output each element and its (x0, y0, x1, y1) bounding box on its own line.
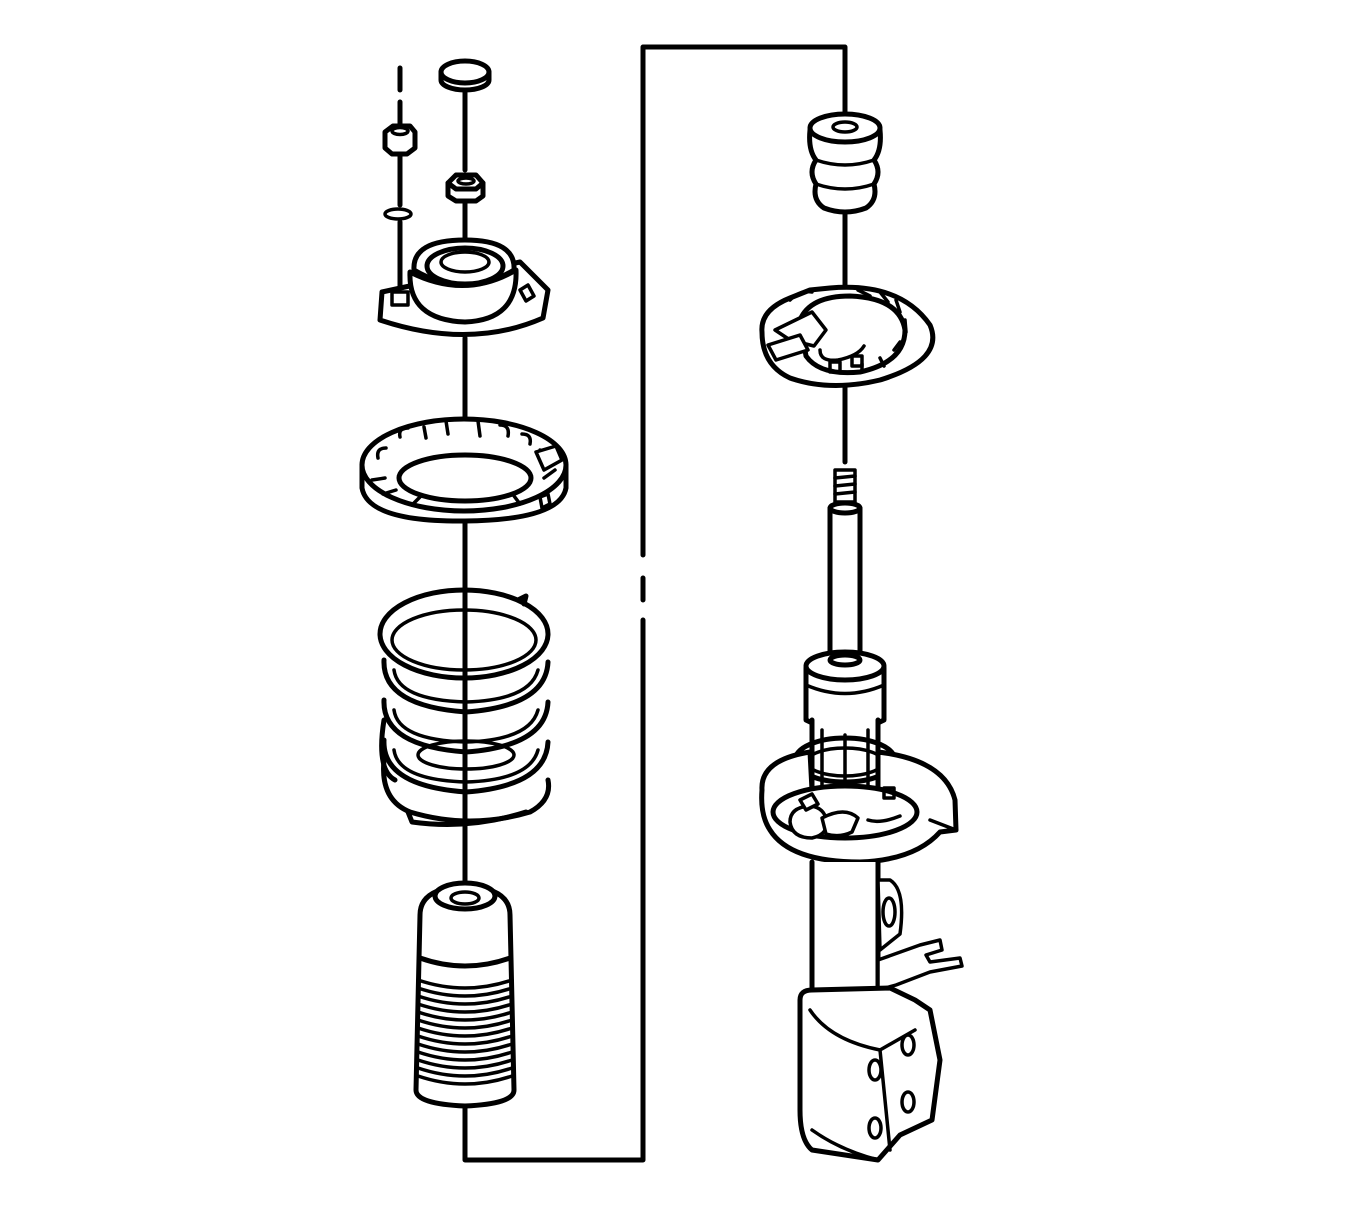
coil-spring (377, 587, 552, 827)
upper-nut (445, 172, 486, 204)
dust-boot (413, 880, 517, 1109)
jounce-bumper (807, 111, 883, 215)
strut-assembly (759, 468, 964, 1163)
connector-line (462, 44, 848, 1163)
mount-nut (382, 123, 418, 157)
upper-spring-seat (359, 416, 569, 524)
strut-mount (377, 237, 551, 337)
spring-insulator (759, 284, 936, 388)
washer (383, 207, 413, 221)
strut-cap (438, 58, 492, 93)
